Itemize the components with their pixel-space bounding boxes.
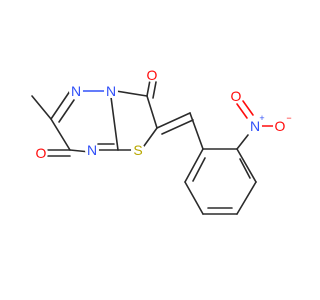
charge-n-nitro: + [259, 113, 264, 123]
bond-ph-inner-1 [239, 158, 251, 179]
atom-s-thiazole: S [133, 142, 142, 158]
bond-n-c-carbonyl [115, 90, 148, 97]
bond-carbonyl-c5 [146, 95, 158, 129]
atom-o-nitro-single: O [275, 118, 286, 134]
bond-co-top-b [152, 81, 157, 99]
molecule-structure: N N N S O O N + O O − [31, 67, 292, 215]
bonds [31, 79, 275, 215]
bond-ph-nitro [236, 134, 249, 150]
atoms: N N N S O O N + O O − [34, 67, 292, 161]
bond-ph-inner-3 [192, 157, 206, 182]
atom-o-nitro-double: O [231, 88, 242, 104]
atom-o-ketone-top: O [147, 67, 158, 83]
bond-ph-5 [184, 181, 204, 215]
atom-n-nitro: N [250, 118, 260, 134]
bond-ch-phenyl [189, 112, 204, 150]
bond-ph-2 [236, 148, 257, 183]
bond-c-n-double-a [50, 90, 71, 120]
atom-n-bridgehead: N [106, 83, 116, 99]
bond-ph-6 [184, 148, 204, 183]
bond-exo-double-a [156, 112, 191, 129]
bond-exo-double-b [161, 119, 194, 135]
bond-methyl [31, 95, 52, 120]
atom-o-ketone-left: O [36, 145, 47, 161]
atom-n-triazine-top: N [71, 83, 81, 99]
bond-no-double-b [242, 100, 254, 116]
bond-no-double-a [236, 103, 248, 119]
bond-c-n-double-b [58, 99, 75, 123]
atom-n-triazine-bottom: N [87, 142, 97, 158]
charge-o-nitro: − [286, 113, 291, 123]
bond-c-n-bridge [110, 96, 119, 151]
bond-c-c-ring [50, 118, 71, 151]
bond-c5-s [143, 127, 158, 147]
bond-co-top-a [146, 79, 151, 97]
bond-ph-3 [236, 181, 257, 215]
